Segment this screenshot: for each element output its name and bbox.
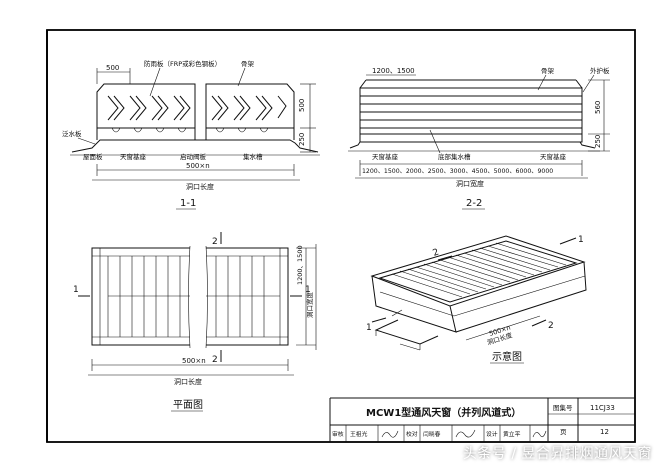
review-label: 审核 <box>332 430 344 438</box>
damper-label: 启动阀板 <box>180 152 207 161</box>
flashing-label: 泛水板 <box>62 129 82 138</box>
iso-mark-1-left: 1 <box>366 323 372 333</box>
iso-mark-1-right: 1 <box>578 235 584 245</box>
dim-500-label: 500 <box>106 64 119 72</box>
section-1-1: 500 防雨板（FRP或彩色钢板） 骨架 500 250 泛水板 屋面板 天窗基… <box>62 59 320 210</box>
opening-width-label: 洞口宽度 <box>456 179 484 188</box>
base-label-1: 天窗基座 <box>120 152 147 161</box>
reviewer-signature <box>381 430 399 438</box>
check-label: 校对 <box>406 430 418 438</box>
opening-length-label-1: 洞口长度 <box>186 182 214 191</box>
base-label-2l: 天窗基座 <box>372 152 399 161</box>
frame-label-2: 骨架 <box>541 67 555 75</box>
rain-board-label: 防雨板（FRP或彩色钢板） <box>144 59 221 68</box>
section-2-2-title: 2-2 <box>466 198 482 209</box>
iso-mark-2-bottom: 2 <box>548 321 554 331</box>
title-block: MCW1型通风天窗（并列风道式） 图集号 11CJ33 页 12 审核 王祖光 … <box>329 397 635 442</box>
outer-border <box>46 29 636 443</box>
plan-view: 1 1 2 2 1200、1500 洞口宽度 500×n 洞口长度 平面图 <box>73 232 317 412</box>
watermark: 头条号 / 昱合昇排烟通风天窗 <box>462 446 652 462</box>
checker-signature <box>455 429 476 438</box>
plan-mark-2-bottom: 2 <box>212 355 218 365</box>
base-label-2r: 天窗基座 <box>540 152 567 161</box>
widths-top-label: 1200、1500 <box>372 67 415 75</box>
plan-width-dims: 1200、1500 <box>296 245 304 285</box>
height-250-label: 250 <box>298 133 306 146</box>
design-label: 设计 <box>486 430 498 438</box>
designer-signature <box>532 430 547 438</box>
height-500-label: 500 <box>298 99 306 112</box>
plan-title: 平面图 <box>173 399 203 411</box>
span-label-1: 500×n <box>186 162 210 170</box>
drawing-title: MCW1型通风天窗（并列风道式） <box>366 406 521 419</box>
frame-label-1: 骨架 <box>241 60 255 68</box>
fig-no-label: 图集号 <box>553 403 573 412</box>
iso-view: 2 1 1 2 500×n 洞口长度 示意图 <box>366 235 587 364</box>
plan-mark-1-right: 1 <box>305 285 311 295</box>
section-2-2: 1200、1500 骨架 外护板 560 250 天窗基座 底部集水槽 天窗基座… <box>348 66 610 210</box>
designer-name: 黄立平 <box>503 430 521 438</box>
height-250-label-2: 250 <box>594 135 602 148</box>
iso-mark-2-top: 2 <box>432 247 441 258</box>
plan-mark-2-top: 2 <box>212 237 218 247</box>
plan-opening-width: 洞口宽度 <box>305 292 314 319</box>
reviewer-name: 王祖光 <box>350 430 368 438</box>
plan-opening-length: 洞口长度 <box>174 377 202 386</box>
roof-panel-label: 屋面板 <box>83 152 103 161</box>
iso-title: 示意图 <box>492 350 522 363</box>
gutter-label-1: 集水槽 <box>243 152 263 161</box>
fig-no-value: 11CJ33 <box>590 404 615 412</box>
height-560-label: 560 <box>594 101 602 114</box>
bottom-gutter-label: 底部集水槽 <box>438 152 471 161</box>
page-value: 12 <box>600 428 609 436</box>
section-1-1-title: 1-1 <box>180 198 196 209</box>
widths-list-label: 1200、1500、2000、2500、3000、4500、5000、6000、… <box>362 168 553 175</box>
guard-board-label: 外护板 <box>590 66 610 75</box>
plan-mark-1-left: 1 <box>73 285 79 295</box>
checker-name: 闫晓春 <box>423 430 441 438</box>
page-label: 页 <box>560 428 567 436</box>
plan-span-label: 500×n <box>182 357 206 365</box>
